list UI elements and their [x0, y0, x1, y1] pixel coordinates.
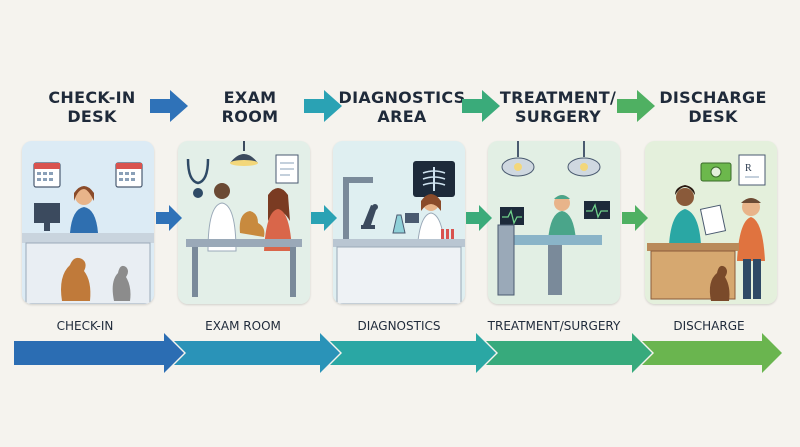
caption-exam: EXAM ROOM [205, 319, 281, 333]
stage-title-line: DISCHARGE [659, 88, 767, 107]
prescription-icon: R [738, 154, 766, 186]
stage-title-line: SURGERY [514, 107, 602, 126]
panel-discharge: R [645, 141, 777, 304]
bottom-progress-track [14, 333, 782, 373]
panel-exam [178, 141, 310, 304]
microscope-icon [361, 204, 378, 229]
mid-arrow-3 [466, 205, 492, 231]
stage-title-checkin: CHECK-IN DESK [22, 88, 162, 126]
cash-icon [700, 162, 732, 182]
stage-title-line: DIAGNOSTICS [338, 88, 466, 107]
stage-title-line: DESK [67, 107, 117, 126]
stage-title-diagnostics: DIAGNOSTICS AREA [332, 88, 472, 126]
caption-checkin: CHECK-IN [56, 319, 114, 333]
xray-icon [413, 161, 455, 197]
calendar-icon [33, 162, 61, 188]
stage-title-line: ROOM [221, 107, 279, 126]
lamp-icon [230, 141, 258, 166]
track-segment-4 [486, 333, 652, 373]
top-arrow-3 [462, 90, 500, 122]
caption-treatment: TREATMENT/SURGERY [487, 319, 621, 333]
stage-title-line: TREATMENT/ [499, 88, 617, 107]
panel-diagnostics [333, 141, 465, 304]
surgical-light-icon [567, 141, 601, 177]
track-segment-3 [330, 333, 496, 373]
stage-title-discharge: DISCHARGE DESK [643, 88, 783, 126]
panel-treatment [488, 141, 620, 304]
mid-arrow-1 [156, 205, 182, 231]
stage-title-exam: EXAM ROOM [180, 88, 320, 126]
track-segment-2 [174, 333, 340, 373]
stethoscope-icon [186, 158, 210, 198]
top-arrow-2 [304, 90, 342, 122]
stage-title-line: AREA [377, 107, 427, 126]
track-segment-1 [14, 333, 184, 373]
svg-text:R: R [745, 163, 752, 174]
track-segment-5 [642, 333, 782, 373]
top-arrow-4 [617, 90, 655, 122]
mid-arrow-2 [311, 205, 337, 231]
stage-title-line: CHECK-IN [48, 88, 136, 107]
stage-title-line: EXAM [223, 88, 277, 107]
stage-title-treatment: TREATMENT/ SURGERY [488, 88, 628, 126]
caption-diagnostics: DIAGNOSTICS [357, 319, 441, 333]
caption-discharge: DISCHARGE [673, 319, 745, 333]
top-arrow-1 [150, 90, 188, 122]
calendar-icon [115, 162, 143, 188]
panel-checkin [22, 141, 154, 304]
stage-title-line: DESK [688, 107, 738, 126]
mid-arrow-4 [622, 205, 648, 231]
surgical-light-icon [501, 141, 535, 177]
